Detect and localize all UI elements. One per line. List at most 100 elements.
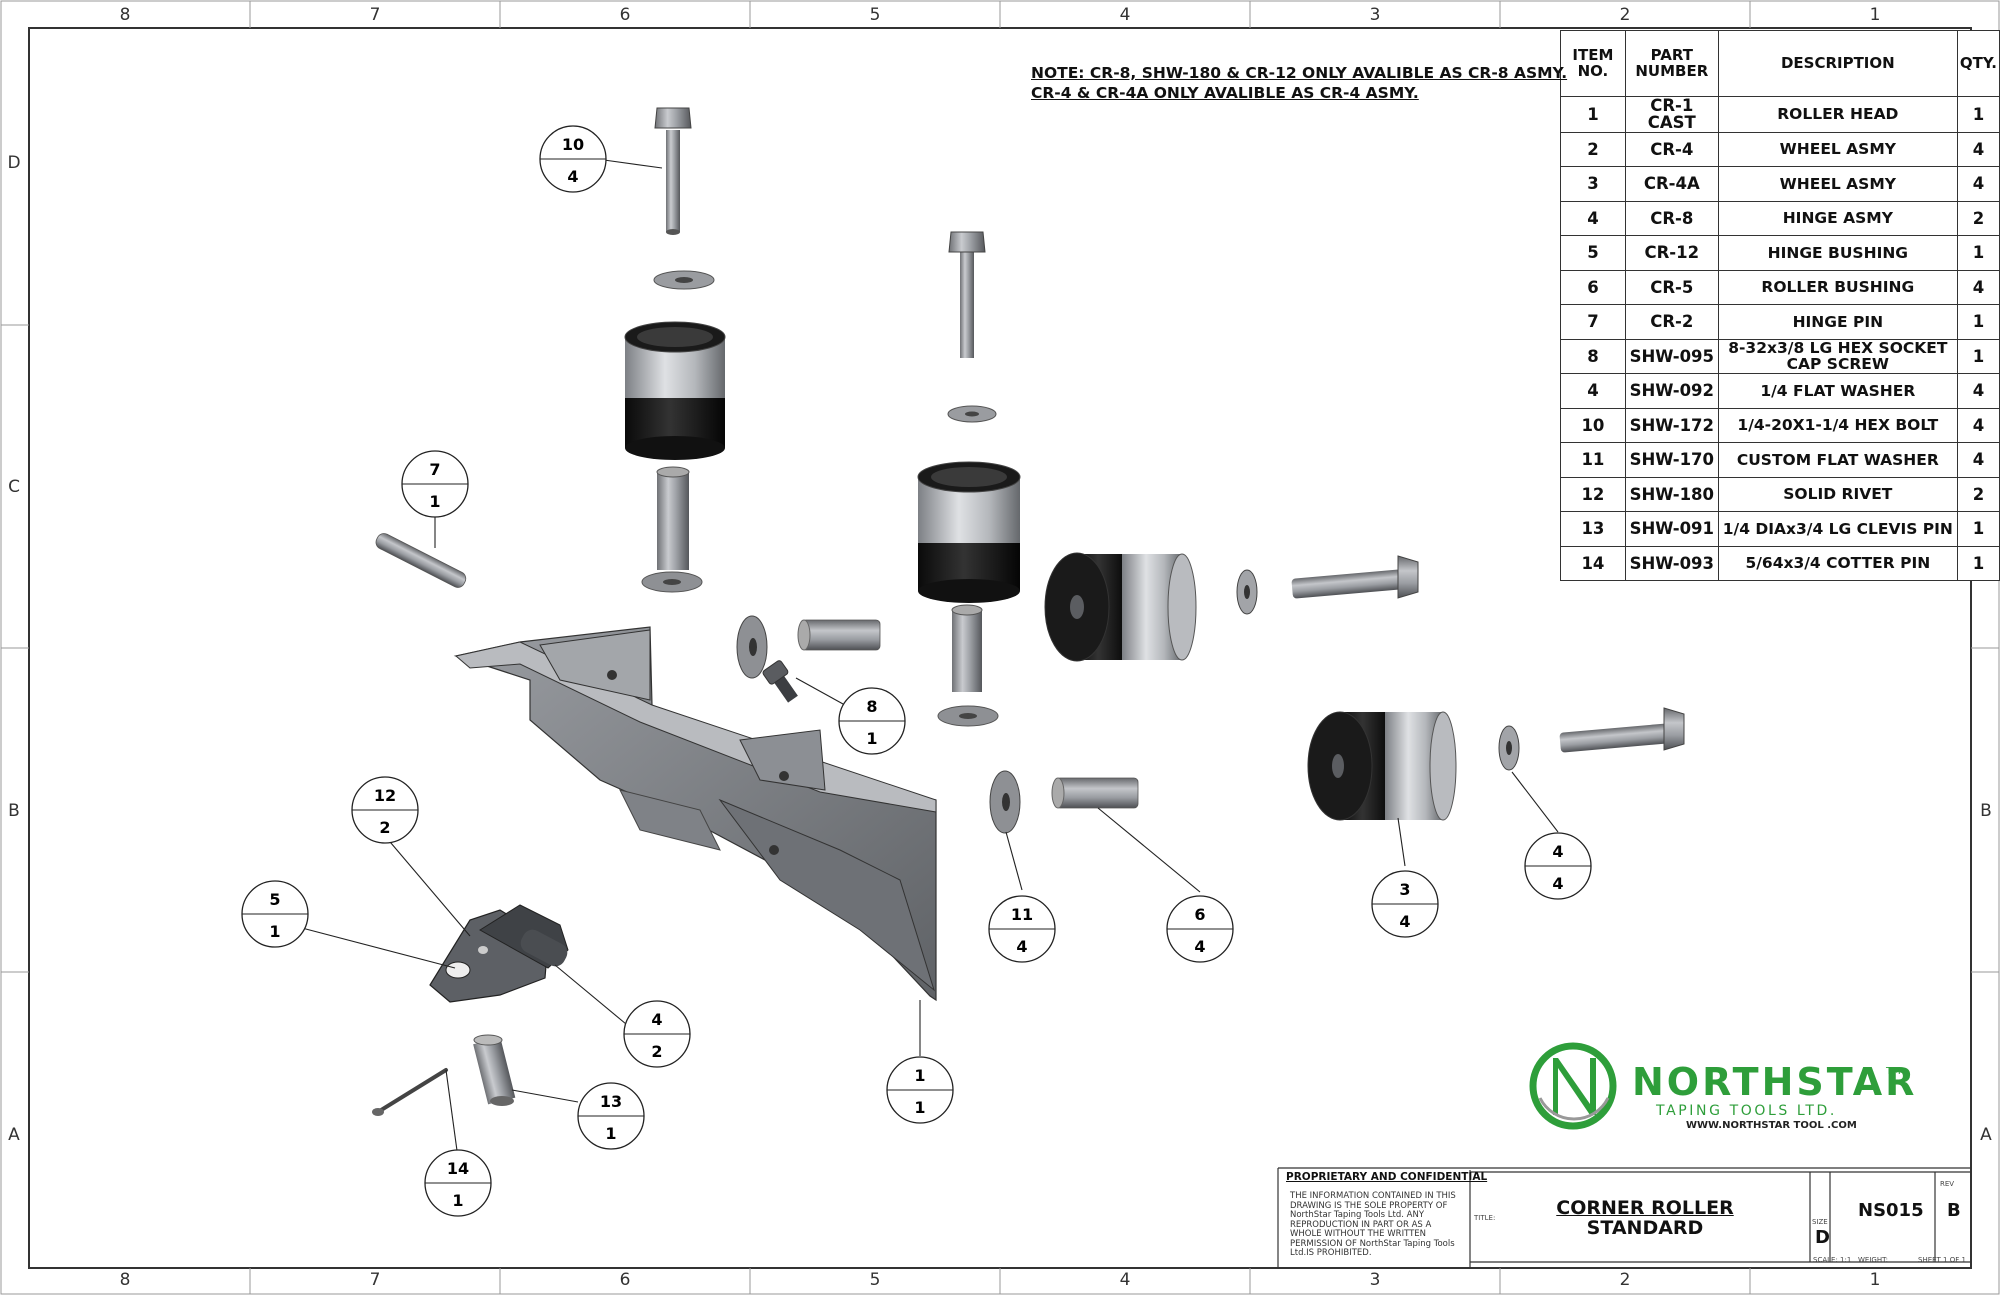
bom-item-no: 4	[1560, 373, 1626, 409]
bom-qty: 1	[1956, 338, 2000, 375]
balloon-quantity: 1	[605, 1124, 616, 1143]
note-line-2: CR-4 & CR-4A ONLY AVALIBLE AS CR-4 ASMY.	[1031, 84, 1419, 102]
wheel-asmy-horizontal-lower	[1307, 711, 1457, 821]
bom-part-number: SHW-172	[1624, 407, 1719, 444]
balloon-item-number: 13	[600, 1092, 622, 1111]
balloon-3: 34	[1371, 870, 1439, 938]
bom-description: ROLLER HEAD	[1717, 96, 1958, 133]
balloon-5: 51	[241, 880, 309, 948]
balloon-quantity: 4	[1194, 937, 1205, 956]
bom-qty: 1	[1956, 545, 2000, 582]
balloon-item-number: 1	[914, 1066, 925, 1085]
bom-description: 5/64x3/4 COTTER PIN	[1717, 545, 1958, 582]
bom-qty: 4	[1956, 407, 2000, 444]
bom-header-qty: QTY.	[1956, 30, 2000, 97]
balloon-quantity: 4	[1399, 912, 1410, 931]
rev-label: REV	[1940, 1180, 1955, 1188]
bom-description: WHEEL ASMY	[1717, 166, 1958, 202]
balloon-item-number: 14	[447, 1159, 469, 1178]
balloon-7: 71	[401, 450, 469, 518]
scale: SCALE: 1:1	[1813, 1256, 1852, 1264]
zone-col-label: 7	[370, 5, 381, 25]
bom-item-no: 7	[1560, 304, 1626, 340]
balloon-item-number: 8	[866, 697, 877, 716]
balloon-8: 81	[838, 687, 906, 755]
balloon-item-number: 3	[1399, 880, 1410, 899]
balloon-13: 13 1	[577, 1082, 645, 1150]
balloon-item-number: 12	[374, 786, 396, 805]
bom-item-no: 12	[1560, 476, 1626, 513]
wheel-asmy-vertical-middle	[917, 461, 1021, 603]
drawing-title: CORNER ROLLER STANDARD	[1520, 1198, 1770, 1238]
bom-description: 8-32x3/8 LG HEX SOCKET CAP SCREW	[1717, 338, 1958, 375]
logo-name: NORTHSTAR	[1632, 1060, 1918, 1104]
bom-qty: 4	[1956, 373, 2000, 409]
logo-trademark: TM	[1886, 1066, 1901, 1077]
bom-part-number: SHW-180	[1624, 476, 1719, 513]
bom-qty: 1	[1956, 235, 2000, 271]
bom-header-description: DESCRIPTION	[1717, 30, 1958, 97]
balloon-quantity: 4	[567, 167, 578, 186]
balloon-6: 64	[1166, 895, 1234, 963]
bom-item-no: 4	[1560, 200, 1626, 237]
bom-qty: 2	[1956, 200, 2000, 237]
hinge-pin	[375, 533, 467, 588]
zone-col-label: 3	[1370, 1270, 1381, 1290]
zone-col-label: 1	[1870, 5, 1881, 25]
hex-bolt-horizontal-upper	[1291, 555, 1419, 599]
bom-item-no: 13	[1560, 511, 1626, 547]
bom-part-number: CR-1 CAST	[1624, 96, 1719, 133]
bom-part-number: SHW-170	[1624, 442, 1719, 478]
zone-col-label: 8	[120, 5, 131, 25]
balloon-item-number: 7	[429, 460, 440, 479]
bom-qty: 1	[1956, 304, 2000, 340]
bom-description: 1/4 FLAT WASHER	[1717, 373, 1958, 409]
proprietary-body: THE INFORMATION CONTAINED IN THIS DRAWIN…	[1290, 1191, 1456, 1258]
note-line-1: NOTE: CR-8, SHW-180 & CR-12 ONLY AVALIBL…	[1031, 64, 1568, 82]
bom-header-item: ITEM NO.	[1560, 30, 1626, 97]
drawing-title-line-2: STANDARD	[1586, 1217, 1704, 1239]
roller-bushing	[656, 466, 690, 570]
balloon-item-number: 4	[651, 1010, 662, 1029]
roller-bushing	[797, 619, 881, 651]
balloon-quantity: 1	[452, 1191, 463, 1210]
bom-description: ROLLER BUSHING	[1717, 269, 1958, 306]
drawing-number: NS015	[1858, 1200, 1924, 1221]
balloon-quantity: 1	[914, 1098, 925, 1117]
cotter-pin	[372, 1068, 448, 1116]
balloon-quantity: 1	[866, 729, 877, 748]
wheel-asmy-vertical-left	[624, 321, 726, 460]
zone-col-label: 5	[870, 1270, 881, 1290]
assembly-note: NOTE: CR-8, SHW-180 & CR-12 ONLY AVALIBL…	[1031, 63, 1567, 103]
balloon-item-number: 11	[1011, 905, 1033, 924]
bom-header-part: PART NUMBER	[1624, 30, 1719, 97]
balloon-1: 11	[886, 1056, 954, 1124]
title-block-frame	[1277, 1167, 1971, 1268]
bom-item-no: 2	[1560, 131, 1626, 168]
bom-description: HINGE BUSHING	[1717, 235, 1958, 271]
zone-col-label: 2	[1620, 5, 1631, 25]
size-label: SIZE	[1812, 1218, 1828, 1226]
bom-item-no: 11	[1560, 442, 1626, 478]
northstar-logo	[1529, 1042, 1617, 1130]
bom-item-no: 6	[1560, 269, 1626, 306]
zone-row-label: C	[8, 477, 20, 497]
balloon-item-number: 4	[1552, 842, 1563, 861]
balloon-quantity: 1	[269, 922, 280, 941]
bom-description: WHEEL ASMY	[1717, 131, 1958, 168]
bom-qty: 2	[1956, 476, 2000, 513]
bom-part-number: CR-4A	[1624, 166, 1719, 202]
zone-col-label: 8	[120, 1270, 131, 1290]
bom-part-number: CR-12	[1624, 235, 1719, 271]
title-label: TITLE:	[1474, 1214, 1496, 1222]
